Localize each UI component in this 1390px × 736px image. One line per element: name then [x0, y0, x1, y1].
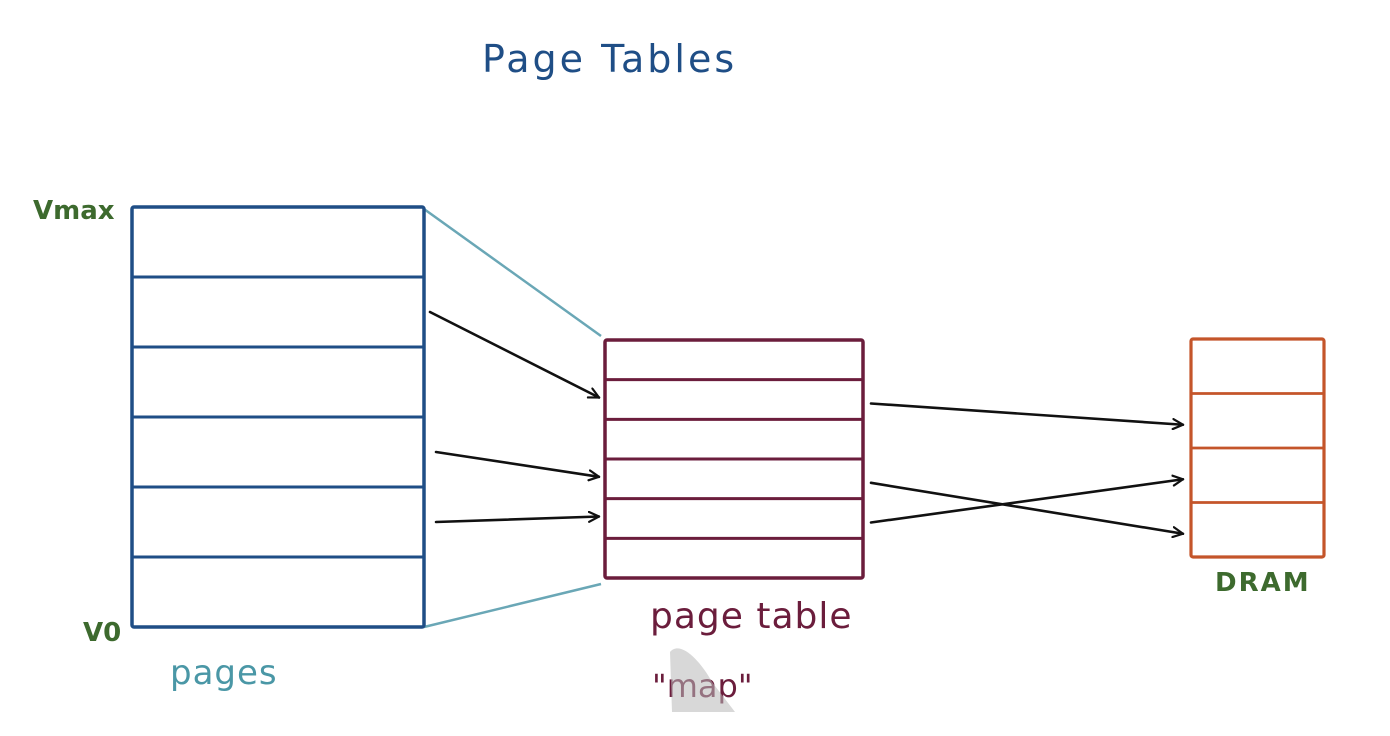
pages-caption: pages	[170, 653, 278, 693]
bracket-line-top	[423, 207, 602, 338]
arrow-virtual-to-table	[428, 310, 601, 399]
pointer-hand-shadow	[670, 648, 735, 712]
arrow-virtual-to-table	[434, 517, 601, 524]
dram-block	[1189, 337, 1326, 559]
bracket-line-bottom	[423, 582, 602, 629]
arrow-table-to-dram	[869, 479, 1185, 524]
vmax-label: Vmax	[33, 196, 115, 226]
v0-label: V0	[83, 618, 121, 648]
diagram-title: Page Tables	[482, 37, 737, 81]
virtual-to-table-arrows	[428, 310, 601, 524]
virtual-memory-block	[130, 205, 426, 629]
arrow-table-to-dram	[869, 481, 1185, 534]
arrow-virtual-to-table	[434, 450, 601, 477]
bracket-lines	[423, 207, 602, 629]
arrow-table-to-dram	[869, 402, 1185, 425]
page-table-caption: page table	[650, 596, 853, 637]
table-to-dram-arrows	[869, 402, 1185, 534]
dram-caption: DRAM	[1215, 568, 1311, 598]
page-table-block	[603, 338, 865, 580]
